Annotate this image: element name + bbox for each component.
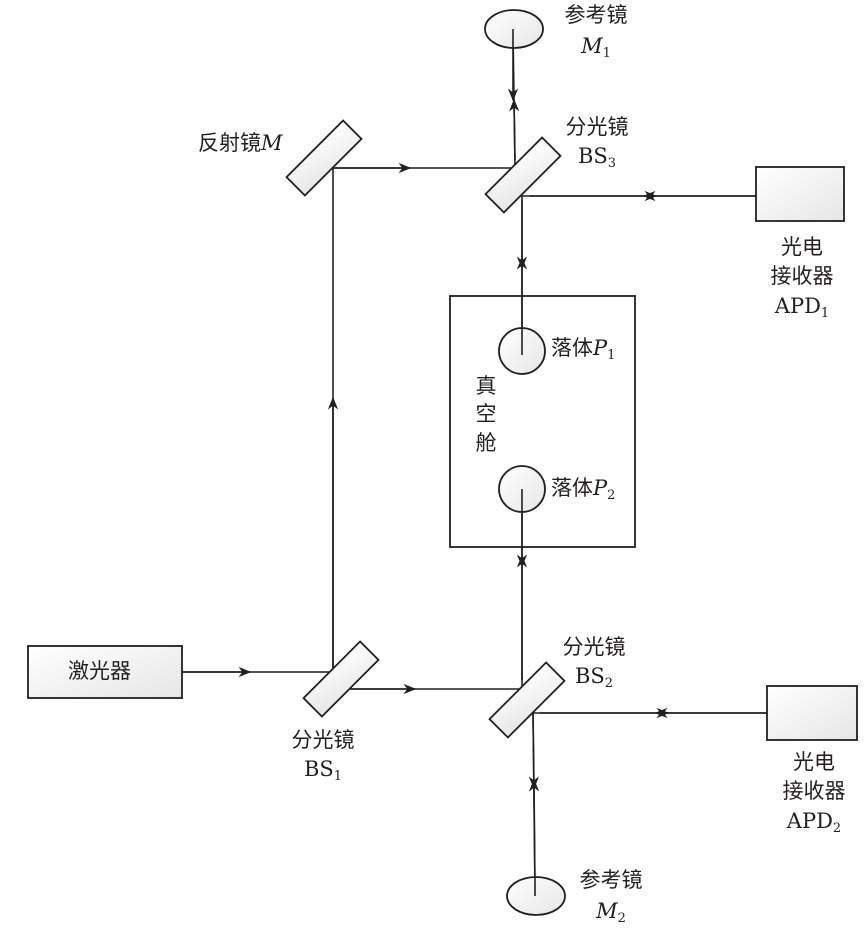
laser-label: 激光器 bbox=[68, 659, 131, 683]
mirror-m bbox=[285, 119, 363, 197]
apd1-label: 光电 接收器 APD1 bbox=[770, 235, 834, 321]
vacuum-chamber bbox=[449, 295, 636, 548]
ref-m1-label: 参考镜 M1 bbox=[564, 3, 628, 61]
mirror-m-label: 反射镜M bbox=[198, 131, 283, 155]
apd2-label: 光电 接收器 APD2 bbox=[782, 750, 846, 836]
ref-mirror-m1 bbox=[484, 9, 544, 49]
p1-label: 落体P1 bbox=[551, 336, 616, 363]
laser-box bbox=[27, 645, 183, 699]
apd2-box bbox=[766, 685, 858, 741]
ref-mirror-m2 bbox=[506, 876, 566, 916]
apd1-box bbox=[755, 166, 845, 222]
bs2-label: 分光镜 BS2 bbox=[562, 635, 626, 691]
bs3-label: 分光镜 BS3 bbox=[565, 115, 629, 171]
bs2-mirror bbox=[488, 661, 566, 739]
bs3-mirror bbox=[484, 136, 562, 214]
p2-label: 落体P2 bbox=[551, 476, 616, 503]
bs1-mirror bbox=[302, 640, 380, 718]
ref-m2-label: 参考镜 M2 bbox=[579, 868, 643, 926]
bs1-label: 分光镜 BS1 bbox=[291, 728, 355, 784]
vacuum-chamber-label: 真 空 舱 bbox=[475, 374, 497, 455]
